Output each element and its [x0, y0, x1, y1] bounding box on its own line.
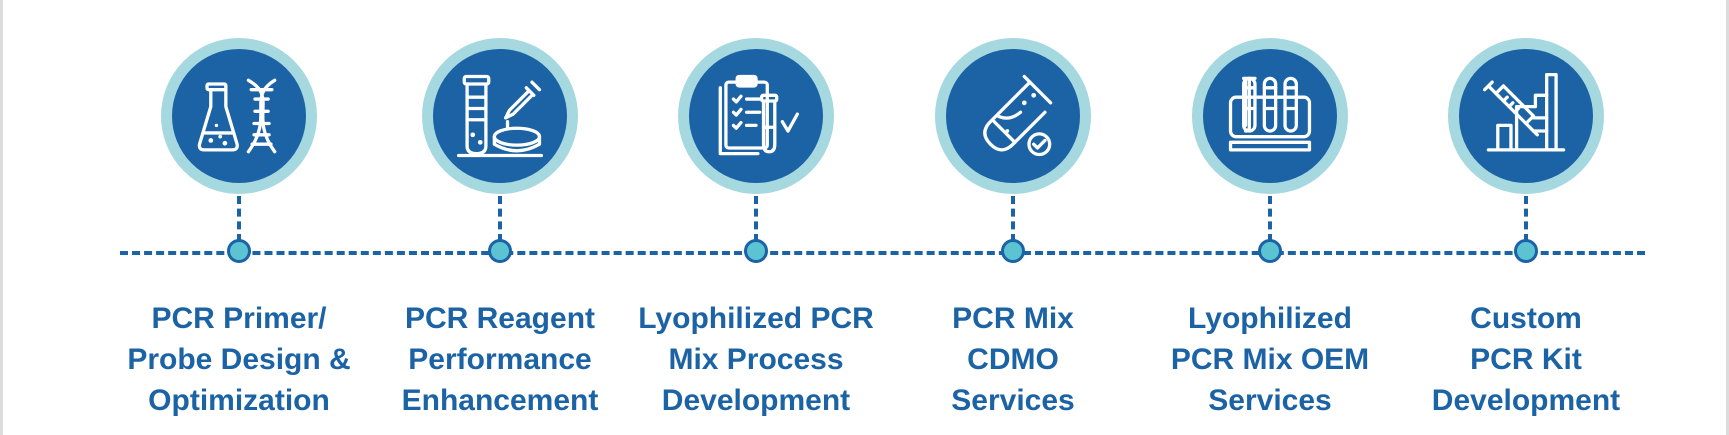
connector-stem [1011, 196, 1015, 242]
timeline-step-6: Custom PCR Kit Development [1398, 0, 1654, 435]
timeline-node [1258, 239, 1282, 263]
timeline-step-3: Lyophilized PCR Mix Process Development [628, 0, 884, 435]
icon-ring [1448, 38, 1604, 194]
step-label: PCR Reagent Performance Enhancement [401, 302, 599, 417]
test-tube-rack-icon [1228, 76, 1312, 152]
icon-ring [678, 38, 834, 194]
timeline-node [1001, 239, 1025, 263]
icon-ring [161, 38, 317, 194]
test-tube-check-icon [983, 74, 1053, 157]
timeline-step-1: PCR Primer/ Probe Design & Optimization [111, 0, 367, 435]
connector-stem [498, 196, 502, 242]
timeline-step-4: PCR Mix CDMO Services [885, 0, 1141, 435]
timeline-node [1514, 239, 1538, 263]
syringe-factory-icon [1482, 72, 1566, 152]
connector-stem [1268, 196, 1272, 242]
left-border [0, 0, 3, 435]
connector-stem [754, 196, 758, 242]
timeline-step-2: PCR Reagent Performance Enhancement [372, 0, 628, 435]
timeline-dashed-line [120, 251, 1645, 255]
step-label: Custom PCR Kit Development [1431, 302, 1621, 417]
timeline-node [227, 239, 251, 263]
icon-ring [1192, 38, 1348, 194]
clipboard-vial-check-icon [718, 74, 800, 156]
step-label: Lyophilized PCR Mix Process Development [638, 302, 874, 417]
test-tube-dropper-petri-icon [456, 74, 544, 158]
connector-stem [237, 196, 241, 242]
step-label: PCR Primer/ Probe Design & Optimization [127, 302, 351, 417]
timeline-node [744, 239, 768, 263]
flask-dna-icon [197, 78, 277, 154]
step-label: PCR Mix CDMO Services [951, 302, 1075, 417]
step-label: Lyophilized PCR Mix OEM Services [1170, 302, 1370, 417]
connector-stem [1524, 196, 1528, 242]
right-border [1726, 0, 1729, 435]
icon-ring [935, 38, 1091, 194]
icon-ring [422, 38, 578, 194]
timeline-node [488, 239, 512, 263]
timeline-step-5: Lyophilized PCR Mix OEM Services [1142, 0, 1398, 435]
